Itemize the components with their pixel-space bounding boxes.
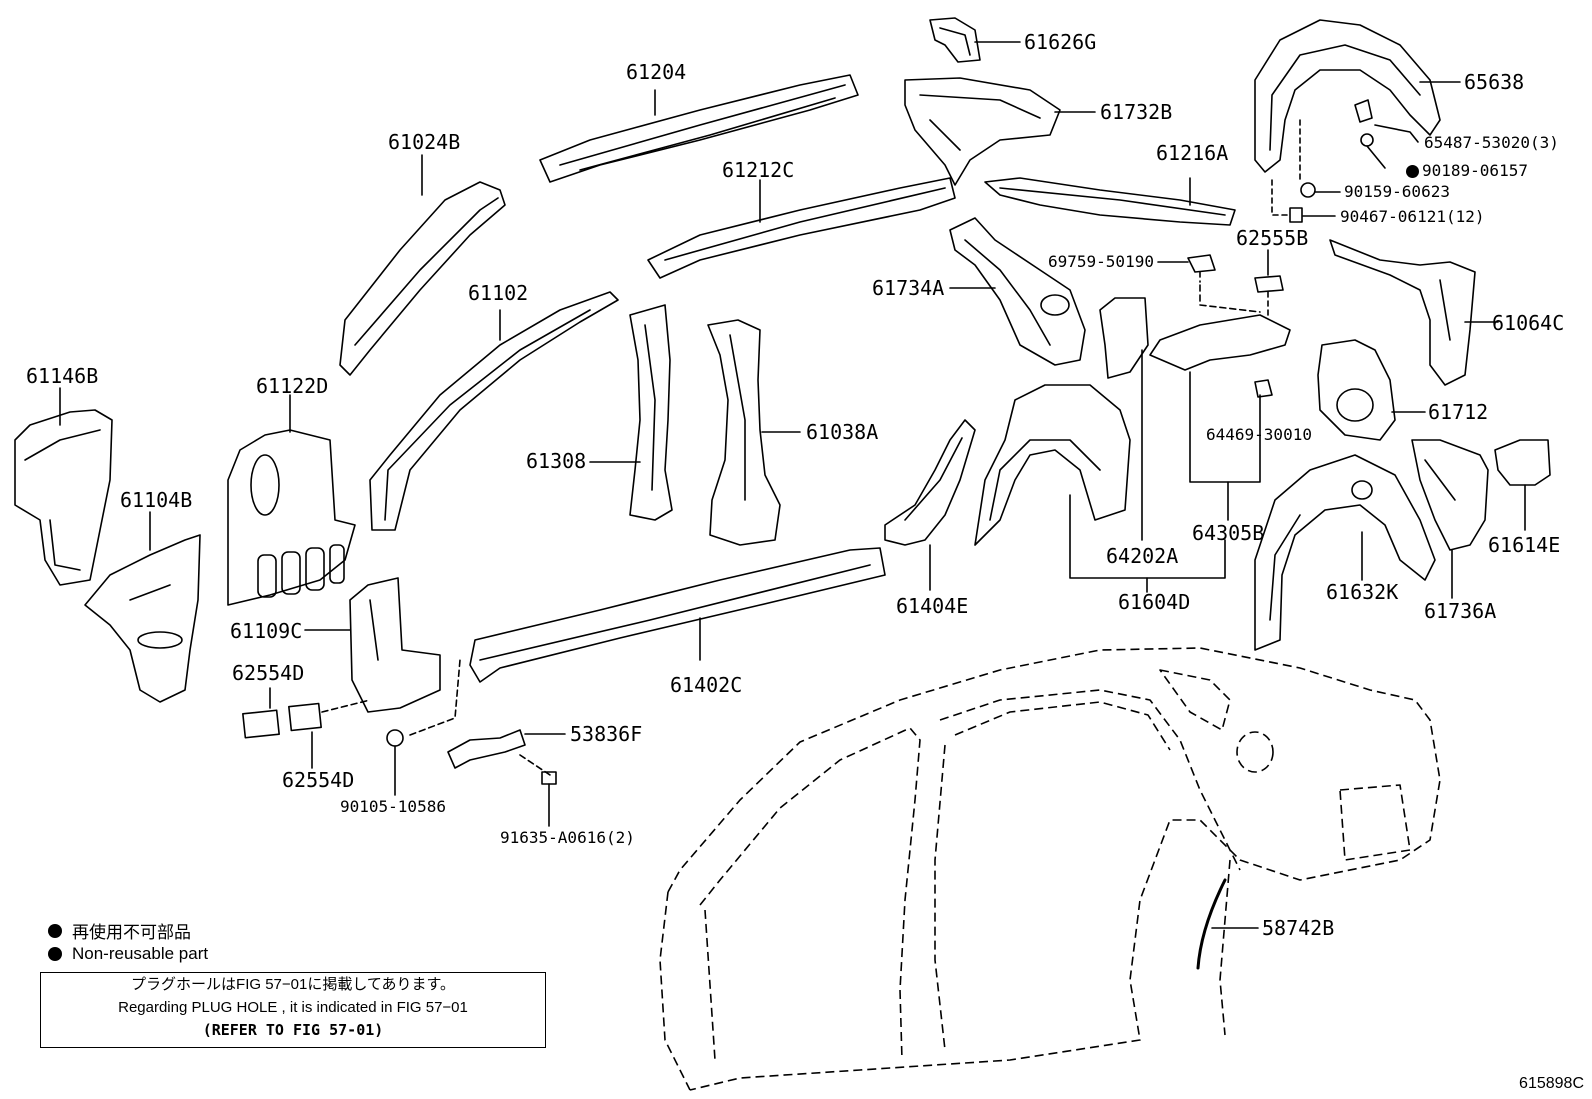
label-61736A[interactable]: 61736A [1424,599,1497,623]
legend-en: Non-reusable part [48,944,208,964]
label-62555B[interactable]: 62555B [1236,226,1309,250]
label-61122D[interactable]: 61122D [256,374,329,398]
label-61024B[interactable]: 61024B [388,130,461,154]
part-61024B[interactable] [339,154,506,376]
label-61102[interactable]: 61102 [468,281,529,305]
label-61146B[interactable]: 61146B [26,364,99,388]
part-58742B[interactable] [1196,878,1259,970]
label-61604D[interactable]: 61604D [1118,590,1191,614]
part-61604D[interactable] [974,384,1226,593]
part-61734A[interactable] [949,217,1086,366]
part-62554D[interactable] [242,687,371,769]
label-53836F[interactable]: 53836F [570,722,643,746]
label-61308[interactable]: 61308 [526,449,587,473]
label-61064C[interactable]: 61064C [1492,311,1565,335]
part-61146B[interactable] [14,387,113,586]
label-61614E[interactable]: 61614E [1488,533,1561,557]
part-61712[interactable] [1317,339,1426,441]
non-reusable-dot-icon [1406,165,1419,178]
plug-hole-note: プラグホールはFIG 57−01に掲載してあります。 Regarding PLU… [40,972,546,1048]
legend-jp: 再使用不可部品 [48,918,191,943]
part-90159-60623[interactable] [1299,119,1341,198]
label-65487-53020[interactable]: 65487-53020(3) [1424,133,1559,152]
label-61732B[interactable]: 61732B [1100,100,1173,124]
label-90105-10586[interactable]: 90105-10586 [340,797,446,816]
part-61102[interactable] [369,291,619,531]
label-58742B[interactable]: 58742B [1262,916,1335,940]
part-65638[interactable] [1254,19,1461,173]
note-line-jp: プラグホールはFIG 57−01に掲載してあります。 [131,976,455,993]
part-62555B[interactable] [1254,249,1284,316]
part-61204[interactable] [539,74,859,183]
non-reusable-dot-icon [48,923,62,938]
part-64469-30010[interactable] [1254,379,1273,398]
label-69759-50190[interactable]: 69759-50190 [1048,252,1154,271]
part-64202A[interactable] [1099,297,1149,541]
label-61404E[interactable]: 61404E [896,594,969,618]
label-61109C[interactable]: 61109C [230,619,303,643]
label-61212C[interactable]: 61212C [722,158,795,182]
label-65638[interactable]: 65638 [1464,70,1525,94]
part-61109C[interactable] [304,577,441,713]
part-61104B[interactable] [84,511,201,703]
part-61216A[interactable] [984,177,1236,226]
part-53836F[interactable] [447,729,566,776]
part-61308[interactable] [589,304,673,521]
label-90159-60623[interactable]: 90159-60623 [1344,182,1450,201]
label-61038A[interactable]: 61038A [806,420,879,444]
part-61038A[interactable] [707,319,801,546]
part-61732B[interactable] [904,77,1096,186]
part-61614E[interactable] [1494,439,1551,531]
label-61216A[interactable]: 61216A [1156,141,1229,165]
label-61402C[interactable]: 61402C [670,673,743,697]
label-64202A[interactable]: 64202A [1106,544,1179,568]
part-64305B[interactable] [1149,284,1291,521]
part-91635-A0616[interactable] [541,771,557,827]
part-61736A[interactable] [1411,439,1489,599]
label-90467-06121[interactable]: 90467-06121(12) [1340,207,1485,226]
part-61212C[interactable] [647,177,956,279]
note-line-en: Regarding PLUG HOLE , it is indicated in… [118,999,468,1016]
part-65487-53020[interactable] [1354,99,1419,143]
label-91635-A0616[interactable]: 91635-A0616(2) [500,828,635,847]
part-90467-06121[interactable] [1271,179,1336,223]
label-62554D-a[interactable]: 62554D [232,661,305,685]
label-61626G[interactable]: 61626G [1024,30,1097,54]
label-90189-06157[interactable]: 90189-06157 [1422,161,1528,180]
label-61712[interactable]: 61712 [1428,400,1489,424]
part-61402C[interactable] [469,547,886,683]
diagram-id: 615898C [1519,1075,1584,1092]
label-61204[interactable]: 61204 [626,60,687,84]
label-61104B[interactable]: 61104B [120,488,193,512]
part-61626G[interactable] [929,17,1021,63]
label-64305B[interactable]: 64305B [1192,521,1265,545]
non-reusable-dot-icon [48,947,62,961]
part-90189-06157[interactable] [1360,133,1386,169]
part-61064C[interactable] [1329,239,1499,386]
part-90105-10586[interactable] [386,659,461,796]
part-61404E[interactable] [884,419,976,591]
part-69759-50190[interactable] [1157,254,1216,283]
part-61632K[interactable] [1254,454,1436,651]
vehicle-body-outline [659,647,1441,1091]
part-61122D[interactable] [227,394,356,606]
label-61632K[interactable]: 61632K [1326,580,1399,604]
label-64469-30010[interactable]: 64469-30010 [1206,425,1312,444]
label-62554D-b[interactable]: 62554D [282,768,355,792]
note-line-refer: (REFER TO FIG 57-01) [202,1021,384,1039]
label-61734A[interactable]: 61734A [872,276,945,300]
